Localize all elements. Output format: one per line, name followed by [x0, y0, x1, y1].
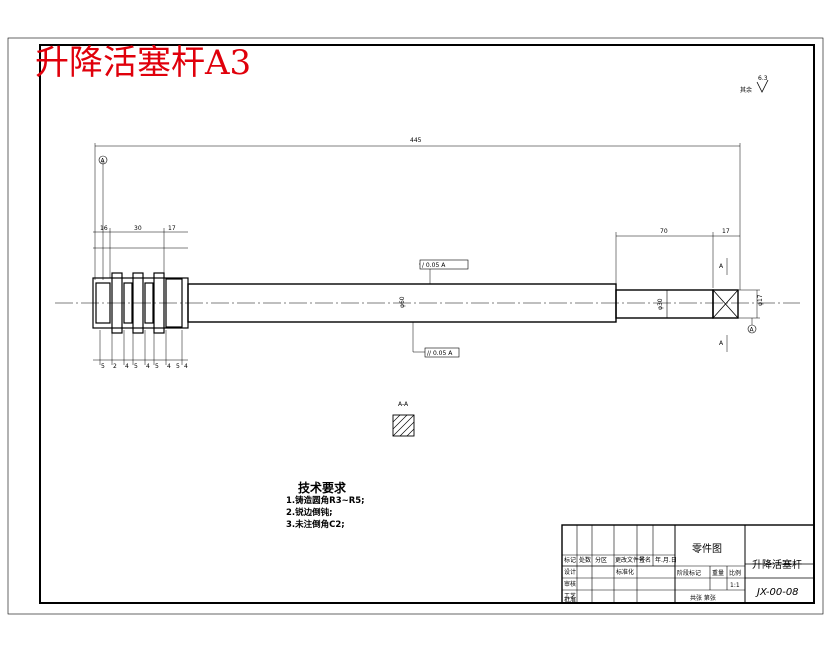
- drawing-title: 升降活塞杆A3: [35, 43, 251, 83]
- title-block: 标记 处数 分区 更改文件号 签名 年.月.日 设计 审核 工艺 批准 标准化 …: [561, 524, 815, 604]
- svg-text:4: 4: [125, 363, 129, 370]
- roughness-symbol: 其余 6.3: [740, 75, 769, 94]
- datum-a-label-left: A: [101, 158, 106, 165]
- svg-text:2: 2: [113, 363, 117, 370]
- svg-text:4: 4: [167, 363, 171, 370]
- dim-right-end: 17: [722, 228, 730, 235]
- dimension-lines: [93, 143, 760, 365]
- svg-text:/ 0.05 A: / 0.05 A: [422, 262, 446, 269]
- tolerance-frame-upper: / 0.05 A: [419, 259, 469, 270]
- tech-requirement-2: 2.锐边倒钝;: [286, 507, 333, 518]
- dim-left-3: 17: [168, 225, 176, 232]
- svg-text:签名: 签名: [639, 556, 651, 564]
- svg-text:5: 5: [101, 363, 105, 370]
- svg-text:阶段标记: 阶段标记: [677, 569, 701, 577]
- datum-a-label-right: A: [750, 327, 755, 334]
- tech-requirements-heading: 技术要求: [298, 480, 347, 495]
- svg-text:4: 4: [184, 363, 188, 370]
- drawing-code: JX-00-08: [755, 587, 799, 598]
- svg-text:4: 4: [146, 363, 150, 370]
- section-mark-bottom: A: [719, 340, 724, 347]
- part-name: 升降活塞杆: [752, 558, 802, 571]
- shaft-view: [55, 272, 800, 334]
- roughness-value: 6.3: [758, 75, 768, 82]
- svg-text:5: 5: [176, 363, 180, 370]
- svg-text:重量: 重量: [712, 569, 724, 577]
- svg-text:分区: 分区: [595, 556, 607, 564]
- datum-a-circle-right: [747, 324, 757, 334]
- svg-text:// 0.05 A: // 0.05 A: [427, 350, 453, 357]
- svg-text:5: 5: [134, 363, 138, 370]
- tolerance-frame-lower: // 0.05 A: [424, 347, 460, 358]
- svg-text:更改文件号: 更改文件号: [615, 556, 645, 564]
- svg-text:工艺: 工艺: [564, 592, 576, 600]
- tech-requirements: 技术要求 1.铸造圆角R3~R5; 2.锐边倒钝; 3.未注倒角C2;: [286, 480, 365, 530]
- dim-left-2: 30: [134, 225, 142, 232]
- dim-diameter-end: φ17: [757, 294, 764, 306]
- square-end: [712, 289, 739, 319]
- roughness-check-icon: [756, 79, 769, 93]
- part-drawing-label: 零件图: [692, 543, 722, 555]
- lower-small-dims: 5 2 4 5 4 5 4 5 4: [101, 363, 188, 370]
- svg-text:比例: 比例: [729, 569, 741, 577]
- dim-right-segment: 70: [660, 228, 668, 235]
- dim-diameter-main: φ60: [399, 296, 406, 308]
- svg-text:设计: 设计: [564, 568, 576, 576]
- svg-text:标准化: 标准化: [616, 568, 634, 576]
- svg-text:5: 5: [155, 363, 159, 370]
- svg-text:批准: 批准: [564, 596, 576, 604]
- svg-text:年.月.日: 年.月.日: [655, 556, 677, 564]
- tech-requirement-3: 3.未注倒角C2;: [286, 519, 345, 530]
- svg-text:审核: 审核: [564, 580, 576, 588]
- section-a-a: A-A: [392, 401, 415, 437]
- section-label: A-A: [398, 401, 409, 408]
- tech-requirement-1: 1.铸造圆角R3~R5;: [286, 495, 365, 506]
- section-mark-top: A: [719, 263, 724, 270]
- dim-overall-length: 445: [410, 137, 422, 144]
- svg-text:处数: 处数: [579, 556, 591, 564]
- sheet-trim-border: [7, 37, 824, 615]
- scale-value: 1:1: [730, 582, 740, 589]
- roughness-label: 其余: [740, 86, 752, 94]
- dim-left-1: 16: [100, 225, 108, 232]
- step-segment: [615, 289, 714, 319]
- svg-text:标记: 标记: [564, 556, 576, 564]
- dim-diameter-step: φ30: [657, 298, 664, 310]
- datum-a-circle-left: [98, 155, 108, 165]
- drawing-frame: [39, 44, 815, 604]
- sheet-label: 共张 第张: [690, 594, 716, 602]
